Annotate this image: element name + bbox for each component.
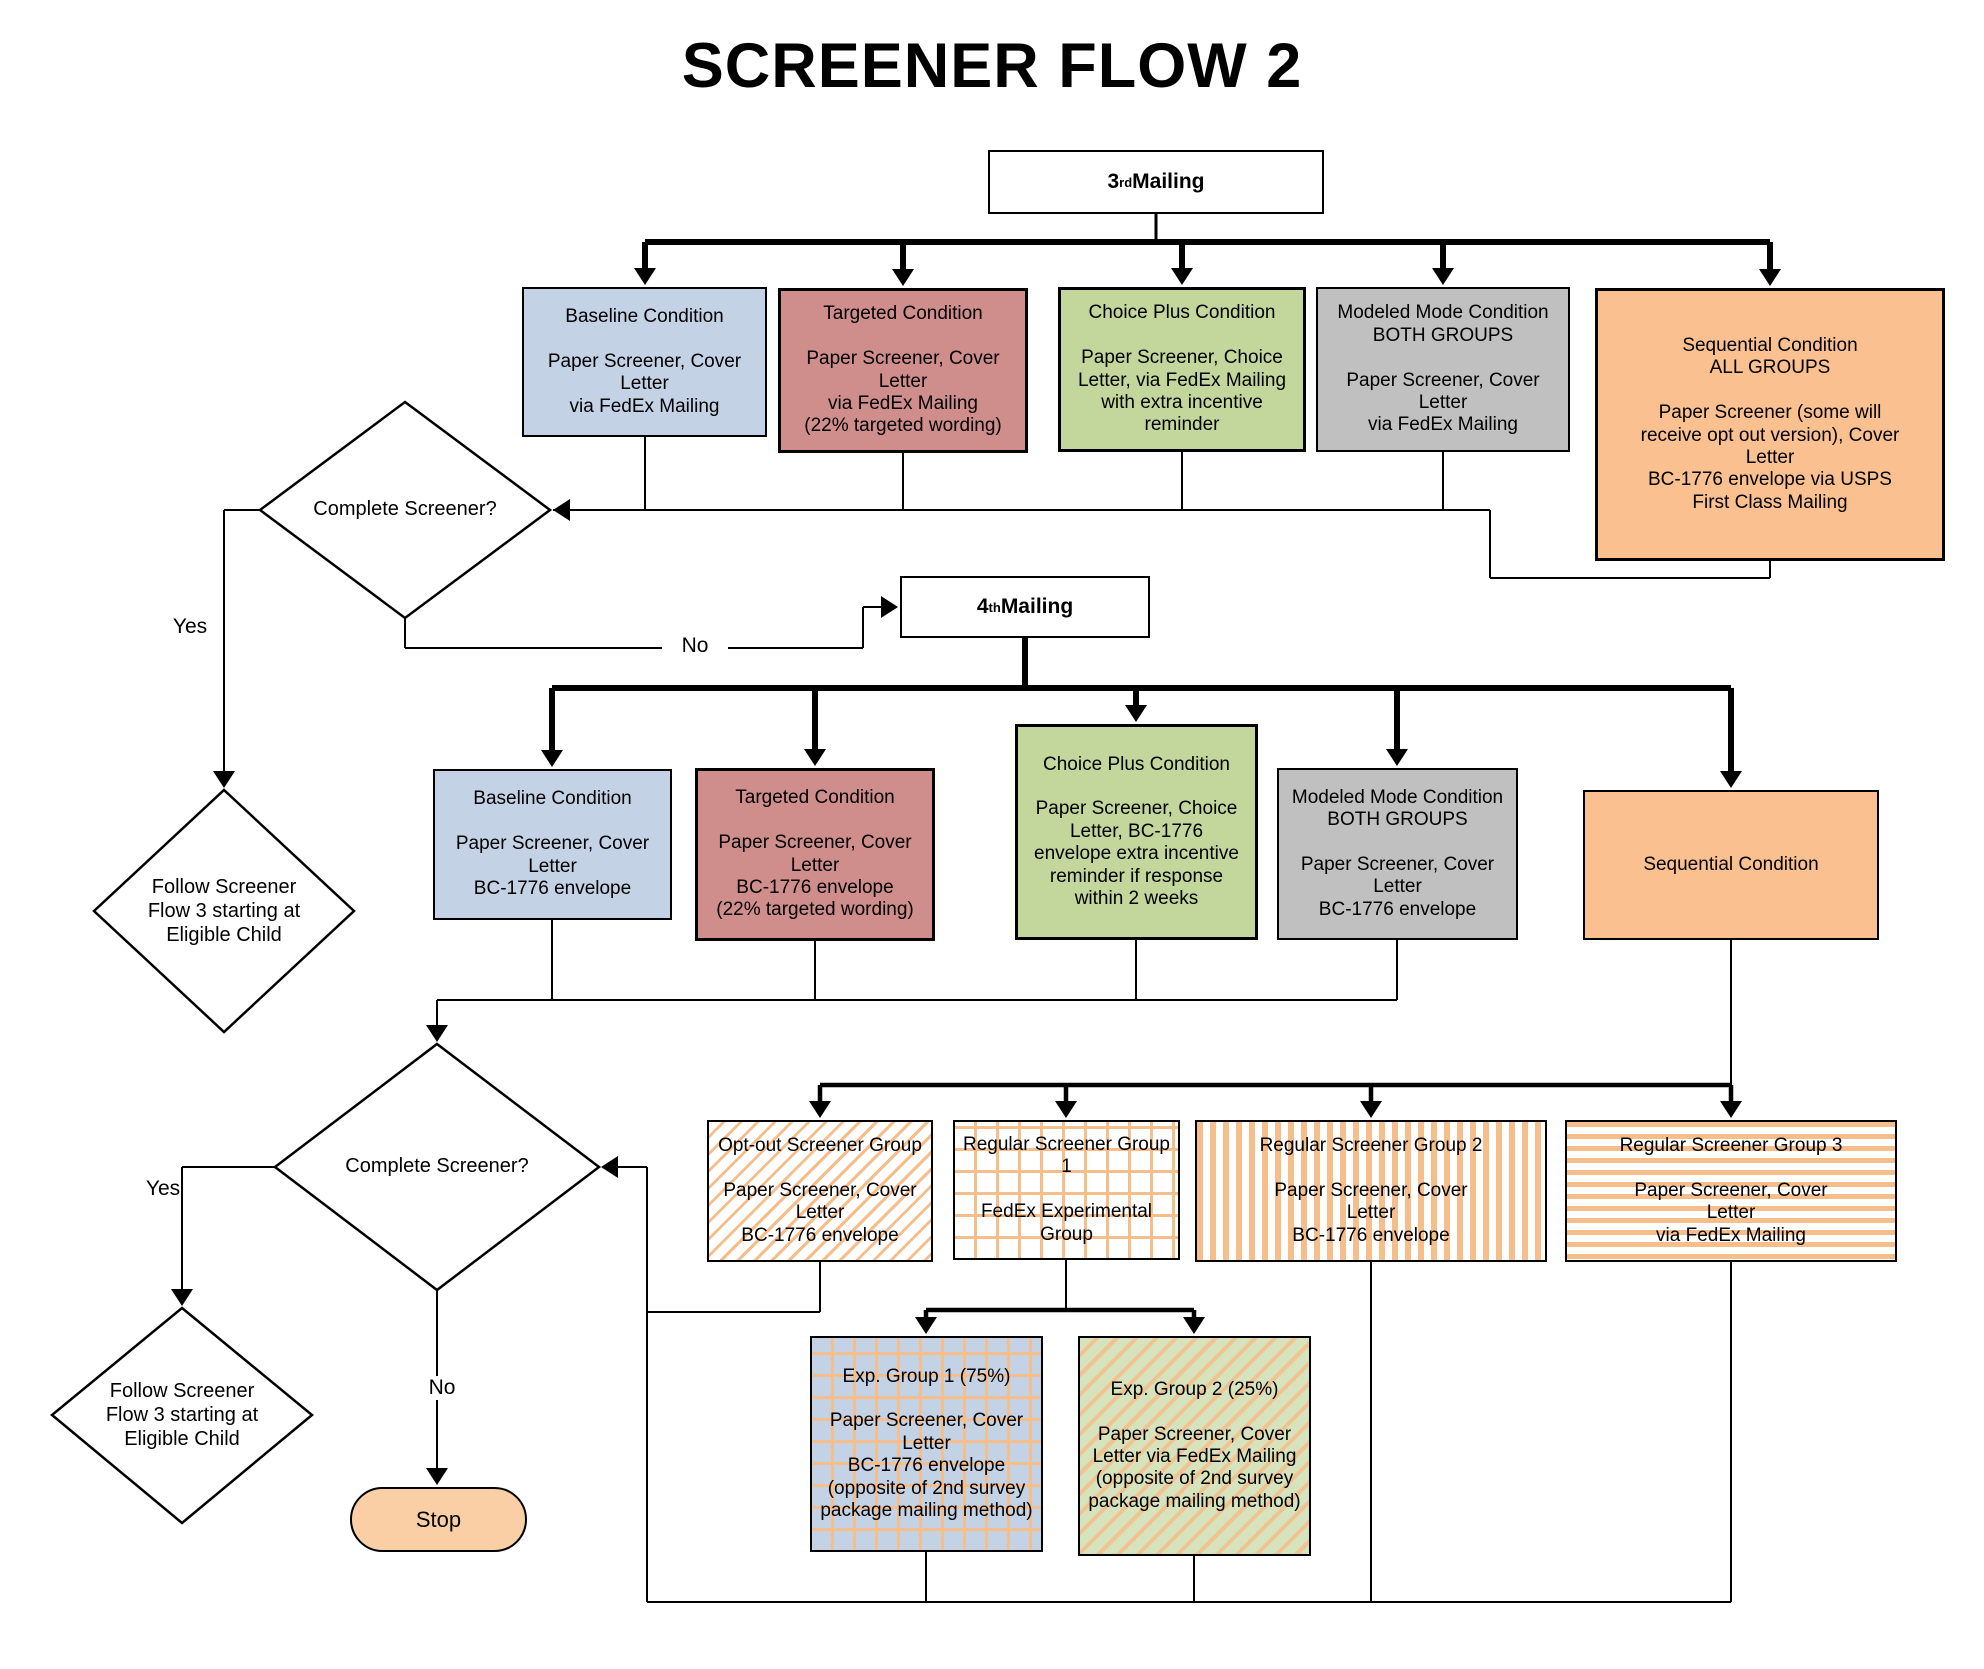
node-choice-plus-condition-row2: Choice Plus Condition Paper Screener, Ch… [1015,724,1258,940]
mailing4-label: Mailing [1000,595,1074,618]
node-exp-group-2: Exp. Group 2 (25%) Paper Screener, Cover… [1078,1336,1311,1556]
node-regular-screener-group-1: Regular Screener Group 1 FedEx Experimen… [953,1120,1180,1260]
node-baseline-condition-row2: Baseline Condition Paper Screener, Cover… [433,769,672,920]
decision-follow-flow3-1: Follow Screener Flow 3 starting at Eligi… [147,876,301,946]
node-sequential-condition-row2: Sequential Condition [1583,790,1879,940]
decision-shape-follow-flow3-1 [92,788,356,1034]
node-regular-screener-group-2: Regular Screener Group 2 Paper Screener,… [1195,1120,1547,1262]
node-targeted-condition-row2: Targeted Condition Paper Screener, Cover… [695,768,935,941]
mailing3-label: Mailing [1132,170,1205,193]
decision-shape-complete-screener-2 [272,1042,602,1292]
node-sequential-condition-row1: Sequential Condition ALL GROUPS Paper Sc… [1595,288,1945,561]
page-title: SCREENER FLOW 2 [681,31,1303,101]
label-no-2: No [410,1376,474,1400]
node-regular-screener-group-3: Regular Screener Group 3 Paper Screener,… [1565,1120,1897,1262]
label-yes-1: Yes [172,615,208,638]
mailing4-ordinal: th [988,599,1001,615]
decision-follow-flow3-2: Follow Screener Flow 3 starting at Eligi… [105,1380,259,1450]
node-baseline-condition-row1: Baseline Condition Paper Screener, Cover… [522,287,767,437]
label-yes-2: Yes [145,1177,181,1200]
mailing4-number: 4 [976,595,989,618]
node-modeled-mode-condition-row1: Modeled Mode Condition BOTH GROUPS Paper… [1316,287,1570,452]
decision-complete-screener-1: Complete Screener? [313,498,497,520]
node-choice-plus-condition-row1: Choice Plus Condition Paper Screener, Ch… [1058,287,1306,452]
node-opt-out-screener-group: Opt-out Screener Group Paper Screener, C… [707,1120,933,1262]
mailing3-ordinal: rd [1119,174,1133,190]
decision-shape-follow-flow3-2 [50,1306,314,1525]
stop-terminal: Stop [350,1487,527,1552]
node-targeted-condition-row1: Targeted Condition Paper Screener, Cover… [778,288,1028,453]
node-exp-group-1: Exp. Group 1 (75%) Paper Screener, Cover… [810,1336,1043,1552]
label-no-1: No [662,634,728,658]
decision-shape-complete-screener-1 [257,400,553,620]
node-modeled-mode-condition-row2: Modeled Mode Condition BOTH GROUPS Paper… [1277,768,1518,940]
decision-complete-screener-2: Complete Screener? [345,1155,529,1177]
mailing3-number: 3 [1107,170,1120,193]
